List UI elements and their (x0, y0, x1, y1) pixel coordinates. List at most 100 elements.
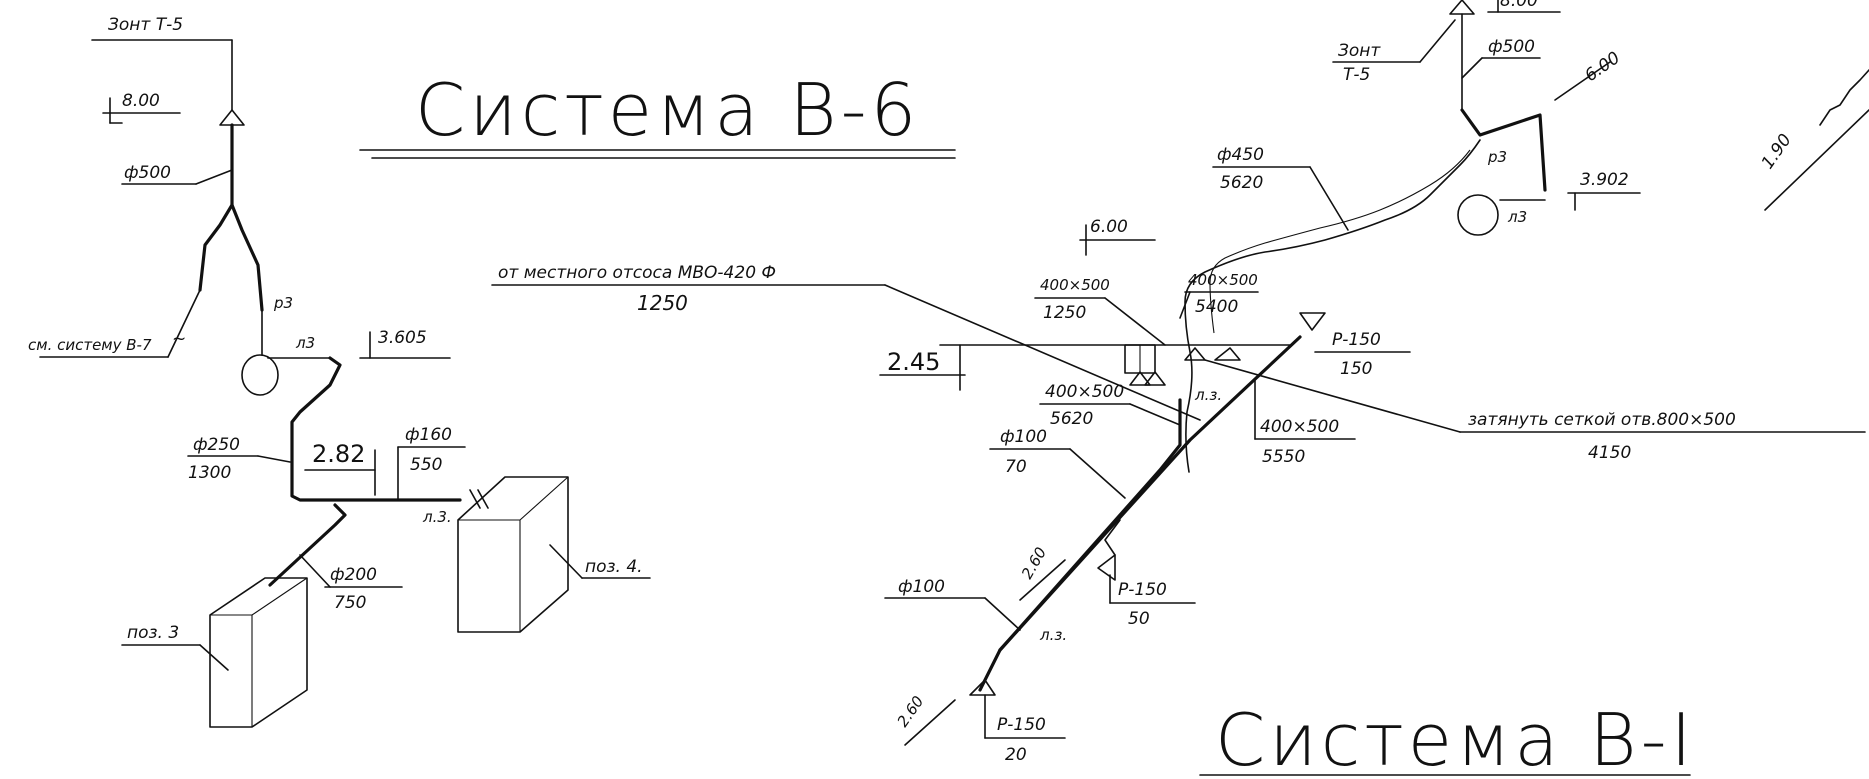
elev-marker: 8.00 (122, 91, 160, 111)
see-system-label: см. систему В-7 (28, 336, 152, 354)
len-label: 750 (334, 593, 366, 613)
diam-label: ф250 (193, 435, 240, 455)
lz-label: л.з. (1194, 386, 1222, 404)
len-label: 5620 (1220, 173, 1263, 193)
hood-label-2: Т-5 (1343, 65, 1370, 85)
fan-symbol (1457, 194, 1499, 236)
leader (1179, 291, 1191, 319)
leader (549, 544, 583, 579)
poz4-label: поз. 4. (585, 557, 643, 577)
flex-duct (1184, 139, 1481, 473)
leader (1104, 297, 1166, 346)
len-label: 70 (1005, 457, 1027, 477)
leader (1069, 448, 1126, 499)
grille-symbol (1299, 312, 1326, 331)
leader (1129, 403, 1181, 426)
duct-branch (230, 203, 264, 312)
flex-duct-outline (1209, 149, 1471, 334)
suction-len: 1250 (637, 291, 688, 315)
elev-marker: 2.60 (894, 693, 928, 731)
duct-len: 5550 (1262, 447, 1305, 467)
hood-label: Зонт (1338, 41, 1381, 61)
grille-len: 50 (1128, 609, 1150, 629)
hood-symbol (219, 109, 245, 126)
grille-symbol (1097, 554, 1116, 581)
lz-label: л.3. (422, 508, 452, 526)
duct-size: 400×500 (1045, 382, 1124, 402)
suction-label: от местного отсоса МВО-420 Ф (498, 263, 776, 283)
leader (167, 289, 201, 358)
leader (257, 455, 291, 463)
elev-marker: 2.82 (312, 440, 365, 468)
grille-label: Р-150 (1118, 580, 1167, 600)
leader (1204, 359, 1461, 433)
diam-label: ф200 (330, 565, 377, 585)
grille-label: Р-150 (1332, 330, 1381, 350)
break-mark (477, 489, 489, 509)
elev-line (904, 699, 956, 746)
leader (1309, 166, 1349, 231)
diam-label: ф100 (898, 577, 945, 597)
grille-symbol (969, 679, 996, 696)
len-label: 550 (410, 455, 442, 475)
duct-size: 400×500 (1260, 417, 1339, 437)
len-label: 1300 (188, 463, 231, 483)
leader (884, 284, 1201, 421)
grille-len: 20 (1005, 745, 1027, 765)
duct-riser (998, 398, 1182, 652)
hood-symbol (1449, 0, 1475, 15)
hood-label: Зонт Т-5 (108, 15, 183, 35)
duct-diagonal (978, 335, 1302, 692)
system-v1-title: Система В-I (1215, 698, 1696, 779)
duct-len: 1250 (1043, 303, 1086, 323)
system-v6: Система В-6 Зонт Т-5 8.00 ф500 см. систе… (28, 15, 956, 728)
fan-symbol (241, 354, 279, 396)
diam-label: ф500 (1488, 37, 1535, 57)
leader (984, 597, 1021, 631)
elev-marker: 2.60 (1018, 544, 1050, 582)
duct-len: 5620 (1050, 409, 1093, 429)
equipment-poz4 (457, 476, 569, 633)
break-mark (469, 489, 481, 509)
leader (1419, 19, 1456, 63)
duct-branch-down (268, 503, 347, 587)
leader (195, 169, 233, 185)
elev-line (1019, 559, 1066, 601)
duct-vertical (198, 123, 234, 292)
lz-label: л3 (295, 334, 315, 352)
equipment-poz3 (209, 577, 308, 728)
duct-size: 400×500 (1040, 276, 1110, 294)
leader (199, 644, 229, 671)
lz-label: л3 (1507, 208, 1527, 226)
leader (1461, 57, 1483, 79)
poz3-label: поз. 3 (127, 623, 179, 643)
lz-label: л.з. (1039, 626, 1067, 644)
leader (299, 554, 331, 588)
diam-label: ф160 (405, 425, 452, 445)
elev-line (1554, 61, 1611, 101)
mesh-len: 4150 (1588, 443, 1631, 463)
elev-marker: 3.902 (1580, 170, 1629, 190)
diam-label: ф450 (1217, 145, 1264, 165)
elev-marker: 1.90 (1758, 130, 1796, 172)
grille-symbols (1124, 344, 1241, 386)
diam-label: ф100 (1000, 427, 1047, 447)
elev-partial: 8.00 (1500, 0, 1538, 11)
elev-marker: 2.45 (887, 348, 940, 376)
grille-label: Р-150 (997, 715, 1046, 735)
diam-label: ф500 (124, 163, 171, 183)
svg-text:~: ~ (172, 329, 186, 349)
mesh-label: затянуть сеткой отв.800×500 (1468, 410, 1736, 430)
duct-main (290, 356, 462, 502)
duct-partial (1819, 69, 1869, 126)
system-v1: Система В-I 8.00 Зонт Т-5 ф500 6.00 р3 л… (491, 0, 1869, 779)
elev-marker: 3.605 (378, 328, 427, 348)
grille-len: 150 (1340, 359, 1372, 379)
duct-top-run (1460, 108, 1547, 192)
duct-size: 400×500 (1188, 271, 1258, 289)
rz-label: р3 (273, 294, 293, 312)
elev-marker: 6.00 (1090, 217, 1128, 237)
elev-line (1764, 109, 1869, 211)
